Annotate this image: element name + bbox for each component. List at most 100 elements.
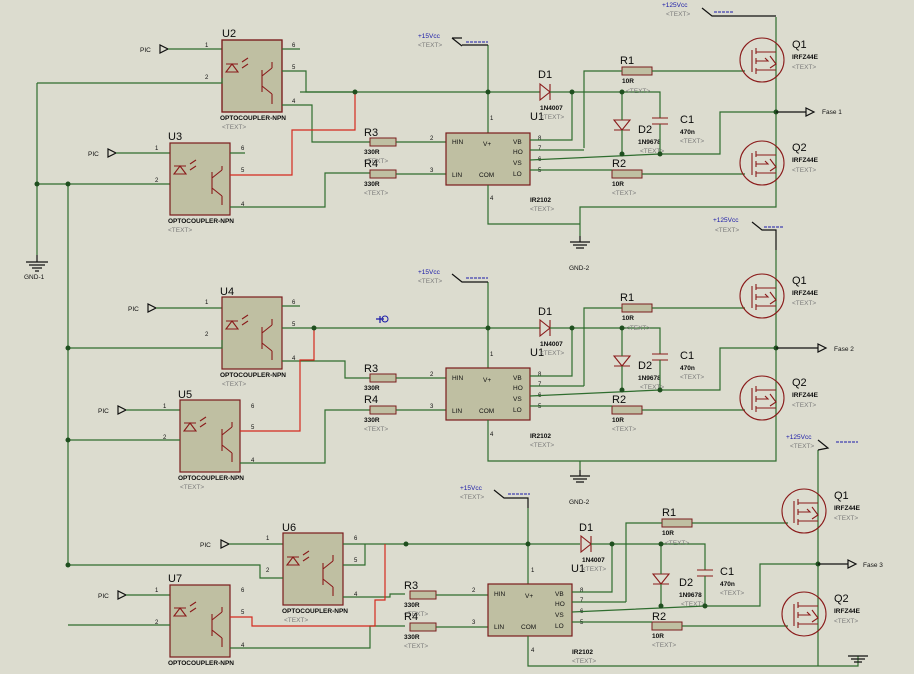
- pic-input-u2: PIC: [140, 44, 222, 54]
- resistor-r3[interactable]: R3 330R <TEXT>: [364, 127, 397, 165]
- mosfet-q2[interactable]: Q2 IRFZ44E <TEXT>: [739, 140, 819, 186]
- ir2102-driver-2[interactable]: U1 HIN LIN V+ COM VB HO VS LO 2 3 1 4 8 …: [430, 347, 554, 449]
- fase-3-label: Fase 3: [863, 562, 883, 569]
- text: <TEXT>: [582, 566, 606, 573]
- ic-text: <TEXT>: [530, 206, 554, 213]
- value: 1N4007: [582, 557, 605, 564]
- ref: R3: [364, 363, 378, 375]
- value: 330R: [404, 602, 420, 609]
- vcc15-text: <TEXT>: [418, 42, 442, 49]
- ref: R3: [364, 127, 378, 139]
- pin-number: 2: [205, 332, 209, 338]
- diode-d1-2[interactable]: D1 1N4007 <TEXT>: [538, 306, 564, 357]
- ic-text: <TEXT>: [572, 658, 596, 665]
- pin-number: 4: [490, 196, 494, 202]
- optocoupler-u6[interactable]: U6 1 2 6 5 4 OPTOCOUPLER-NPN <TEXT>: [266, 522, 358, 624]
- resistor-r2[interactable]: R2 10R <TEXT>: [611, 158, 643, 197]
- value: 330R: [404, 634, 420, 641]
- pic-label: PIC: [88, 151, 99, 158]
- ref: Q2: [792, 142, 807, 154]
- pin-label: LO: [555, 623, 564, 630]
- pin-number: 6: [354, 536, 358, 542]
- pin-number: 5: [580, 620, 584, 626]
- pin-number: 4: [531, 648, 535, 654]
- mosfet-q1-3[interactable]: Q1 IRFZ44E <TEXT>: [781, 488, 861, 534]
- stage-1: PIC PIC U2 1 2 6 5 4 OPTOCOUPLER-NPN <TE…: [37, 2, 842, 272]
- text: <TEXT>: [364, 426, 388, 433]
- resistor-r1-2[interactable]: R1 10R <TEXT>: [620, 292, 653, 332]
- ref: R4: [364, 158, 378, 170]
- text: <TEXT>: [540, 350, 564, 357]
- stage-2: PIC PIC U4 1 2 6 5 4 OPTOCOUPLER-NPN <TE…: [68, 217, 854, 506]
- value: 470n: [720, 581, 735, 588]
- pin-number: 3: [430, 168, 434, 174]
- value: 10R: [652, 633, 664, 640]
- pin-number: 4: [292, 356, 296, 362]
- pin-number: 5: [538, 404, 542, 410]
- resistor-r2-2[interactable]: R2 10R <TEXT>: [611, 394, 643, 433]
- pin-number: 1: [205, 43, 209, 49]
- mosfet-q2-2[interactable]: Q2 IRFZ44E <TEXT>: [739, 375, 819, 421]
- mosfet-q1[interactable]: Q1 IRFZ44E <TEXT>: [739, 37, 819, 83]
- pin-number: 7: [538, 146, 542, 152]
- ref: Q2: [834, 593, 849, 605]
- mosfet-q1-2[interactable]: Q1 IRFZ44E <TEXT>: [739, 273, 819, 319]
- text: <TEXT>: [652, 642, 676, 649]
- gnd1-label: GND-1: [24, 274, 45, 281]
- resistor-r1[interactable]: R1 10R <TEXT>: [620, 55, 653, 95]
- pin-number: 2: [155, 620, 159, 626]
- ir2102-driver-3[interactable]: U1 HIN LIN V+ COM VB HO VS LO 2 3 1 4 8 …: [472, 563, 596, 665]
- pin-number: 8: [538, 372, 542, 378]
- ic-ref: U1: [571, 563, 585, 575]
- ref: D1: [538, 69, 552, 81]
- value: 470n: [680, 365, 695, 372]
- ic-value: IR2102: [530, 197, 551, 204]
- resistor-r3-3[interactable]: R3 330R <TEXT>: [404, 580, 437, 618]
- ir2102-driver-1[interactable]: U1 HIN LIN V+ COM VB HO VS LO 2 3 1 4 8 …: [430, 111, 554, 213]
- pin-number: 1: [490, 352, 494, 358]
- vcc125-text: <TEXT>: [790, 443, 814, 450]
- pin-label: COM: [521, 624, 536, 631]
- optocoupler-u5[interactable]: U5 1 2 6 5 4 OPTOCOUPLER-NPN <TEXT>: [163, 389, 255, 491]
- pic-label: PIC: [128, 306, 139, 313]
- resistor-r4[interactable]: R4 330R <TEXT>: [364, 158, 397, 197]
- resistor-r1-3[interactable]: R1 10R <TEXT>: [661, 507, 693, 547]
- optocoupler-u4[interactable]: U4 1 2 6 5 4 OPTOCOUPLER-NPN <TEXT>: [205, 286, 296, 388]
- ic-ref: U1: [530, 111, 544, 123]
- resistor-r4-2[interactable]: R4 330R <TEXT>: [364, 394, 397, 433]
- pin-label: HO: [513, 385, 523, 392]
- vcc15-label: +15Vcc: [418, 33, 441, 40]
- value: 10R: [612, 417, 624, 424]
- pin-label: HIN: [452, 375, 464, 382]
- pin-number: 6: [251, 404, 255, 410]
- ref: D2: [638, 124, 652, 136]
- value: 1N9678: [679, 592, 702, 599]
- opto-ref: U5: [178, 389, 192, 401]
- text: <TEXT>: [640, 384, 664, 391]
- optocoupler-u2[interactable]: U2 1 2 6 5 4 OPTOCOUPLER-NPN <TEXT>: [205, 28, 296, 131]
- mosfet-q2-3[interactable]: Q2 IRFZ44E <TEXT>: [781, 591, 861, 637]
- optocoupler-u7[interactable]: U7 1 2 6 5 4 OPTOCOUPLER-NPN: [155, 573, 245, 667]
- pin-label: VB: [513, 139, 522, 146]
- vcc125-symbol-1: +125Vcc <TEXT>: [662, 2, 776, 18]
- diode-d1-3[interactable]: D1 1N4007 <TEXT>: [579, 522, 606, 573]
- diode-d1[interactable]: D1 1N4007 <TEXT>: [538, 69, 564, 121]
- pin-number: 5: [292, 322, 296, 328]
- resistor-r2-3[interactable]: R2 10R <TEXT>: [651, 611, 683, 649]
- opto-value: OPTOCOUPLER-NPN: [220, 372, 286, 379]
- capacitor-c1-3[interactable]: C1 470n <TEXT>: [697, 566, 744, 597]
- pin-number: 2: [163, 435, 167, 441]
- vcc125-label: +125Vcc: [786, 434, 812, 441]
- pin-label: VS: [513, 160, 522, 167]
- resistor-r4-3[interactable]: R4 330R <TEXT>: [404, 611, 437, 650]
- pin-label: HO: [555, 601, 565, 608]
- pic-input-u4: PIC: [128, 303, 222, 313]
- optocoupler-u3[interactable]: U3 1 2 6 5 4 OPTOCOUPLER-NPN <TEXT>: [155, 131, 245, 234]
- vcc125-symbol-3: +125Vcc <TEXT>: [786, 434, 858, 451]
- capacitor-c1[interactable]: C1 470n <TEXT>: [652, 114, 704, 145]
- opto-value: OPTOCOUPLER-NPN: [168, 218, 234, 225]
- pic-label: PIC: [98, 408, 109, 415]
- text: <TEXT>: [626, 325, 650, 332]
- pic-input-u5: PIC: [98, 405, 180, 415]
